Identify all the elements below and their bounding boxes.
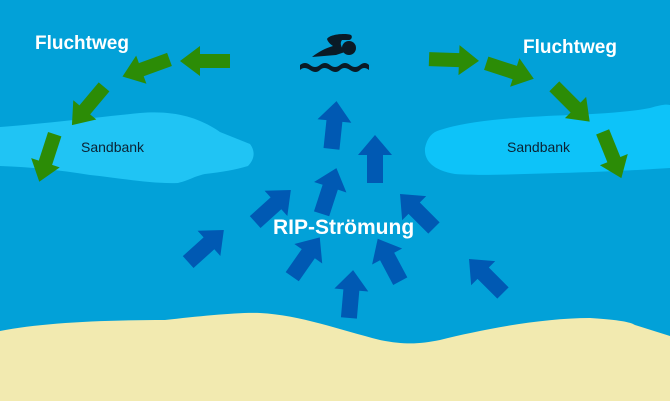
current-arrow — [469, 259, 509, 299]
current-arrow — [358, 135, 392, 183]
rip-current-arrows — [182, 101, 509, 319]
escape-arrow — [484, 56, 534, 87]
beach — [0, 312, 670, 401]
escape-route-label-right: Fluchtweg — [523, 37, 617, 58]
swimmer-icon — [300, 34, 369, 72]
current-arrow — [249, 189, 291, 229]
current-arrow — [317, 101, 352, 150]
current-arrow — [285, 237, 323, 282]
escape-arrow — [180, 46, 230, 76]
escape-arrows-left — [31, 46, 230, 182]
rip-current-label: RIP-Strömung — [273, 216, 415, 239]
current-arrow — [334, 270, 369, 319]
current-arrow — [182, 229, 224, 269]
escape-arrows-right — [428, 45, 628, 179]
escape-arrow — [596, 129, 628, 179]
current-arrow — [400, 194, 440, 234]
escape-arrow — [549, 81, 590, 122]
escape-route-label-left: Fluchtweg — [35, 33, 129, 54]
sandbar-left — [0, 112, 254, 184]
escape-arrow — [428, 45, 479, 76]
escape-arrow — [71, 82, 110, 126]
sandbar-label-right: Sandbank — [507, 139, 571, 155]
escape-arrow — [31, 132, 62, 182]
escape-arrow — [122, 52, 172, 84]
sandbar-label-left: Sandbank — [81, 139, 145, 155]
current-arrow — [372, 238, 408, 285]
current-arrow — [313, 168, 347, 217]
